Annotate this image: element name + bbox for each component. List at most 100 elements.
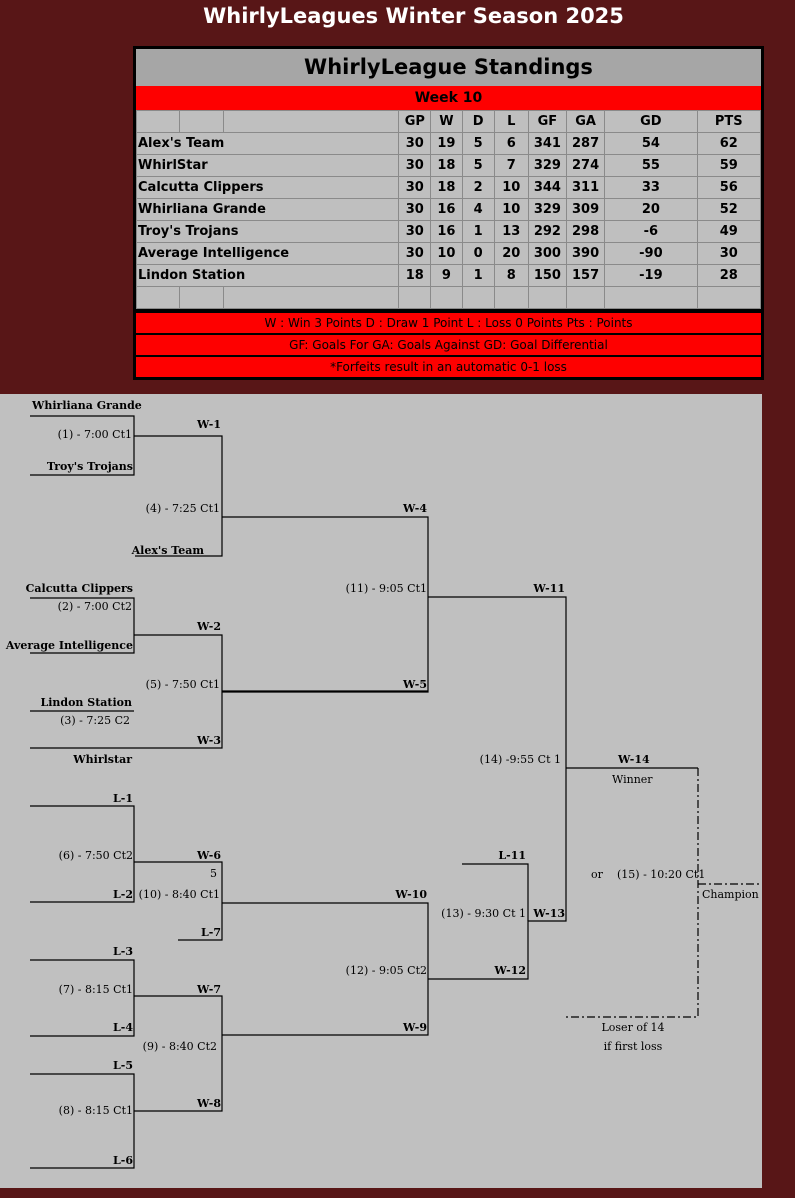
loser-slot-label: L-7	[201, 926, 221, 939]
stat-w: 16	[430, 220, 463, 243]
stat-gd: 20	[604, 198, 698, 221]
stat-pts: 30	[696, 242, 762, 265]
winner-slot-label: W-14	[618, 753, 650, 766]
stat-w: 18	[430, 154, 463, 177]
winner-slot-label: W-11	[533, 582, 565, 595]
loser-slot-label: L-4	[113, 1021, 133, 1034]
playoff-bracket: Whirliana Grande (1) - 7:00 Ct1 Troy's T…	[0, 394, 762, 1188]
stat-l: 8	[493, 264, 529, 287]
team-name: Average Intelligence	[135, 242, 400, 265]
stat-d: 0	[461, 242, 495, 265]
stat-w: 18	[430, 176, 463, 199]
bracket-team-label: Alex's Team	[131, 544, 204, 557]
standings-empty-row	[135, 286, 762, 309]
stat-gp: 30	[398, 176, 432, 199]
stat-pts: 59	[696, 154, 762, 177]
column-header: L	[493, 110, 529, 133]
game-5-time: (5) - 7:50 Ct1	[145, 678, 220, 691]
stat-pts: 52	[696, 198, 762, 221]
stat-ga: 309	[565, 198, 606, 221]
stat-gf: 292	[527, 220, 567, 243]
stat-d: 1	[461, 264, 495, 287]
game-11-time: (11) - 9:05 Ct1	[345, 582, 427, 595]
game-15-time: (15) - 10:20 Ct1	[617, 868, 706, 881]
game-13-time: (13) - 9:30 Ct 1	[441, 907, 526, 920]
stat-ga: 157	[565, 264, 606, 287]
stat-pts: 62	[696, 132, 762, 155]
winner-label: Winner	[612, 773, 653, 786]
stat-gf: 329	[527, 198, 567, 221]
loser-slot-label: L-6	[113, 1154, 133, 1167]
game-10-time: (10) - 8:40 Ct1	[138, 888, 220, 901]
stat-pts: 56	[696, 176, 762, 199]
team-name: Whirliana Grande	[135, 198, 400, 221]
stat-gd: 33	[604, 176, 698, 199]
winner-slot-label: W-4	[403, 502, 427, 515]
standings-title: WhirlyLeague Standings	[136, 49, 761, 86]
bracket-team-label: Calcutta Clippers	[25, 582, 133, 595]
stat-d: 5	[461, 132, 495, 155]
stat-gf: 341	[527, 132, 567, 155]
stat-gp: 30	[398, 132, 432, 155]
loser-of-14-label: Loser of 14	[601, 1021, 665, 1034]
column-header: GA	[565, 110, 606, 133]
team-name: Alex's Team	[135, 132, 400, 155]
loser-slot-label: L-5	[113, 1059, 133, 1072]
game-8-time: (8) - 8:15 Ct1	[58, 1104, 133, 1117]
bracket-team-label: Whirliana Grande	[32, 399, 142, 412]
game-2-time: (2) - 7:00 Ct2	[57, 600, 132, 613]
winner-slot-label: W-10	[395, 888, 427, 901]
stat-w: 9	[430, 264, 463, 287]
winner-slot-label: W-13	[533, 907, 565, 920]
stat-gp: 30	[398, 220, 432, 243]
standings-header-row: GP W D L GF GA GD PTS	[135, 110, 762, 133]
stat-pts: 49	[696, 220, 762, 243]
winner-slot-label: W-6	[197, 849, 221, 862]
bracket-team-label: Troy's Trojans	[46, 460, 133, 473]
stat-gp: 30	[398, 242, 432, 265]
stat-l: 7	[493, 154, 529, 177]
stat-gf: 344	[527, 176, 567, 199]
loser-slot-label: L-3	[113, 945, 133, 958]
winner-slot-label: W-3	[197, 734, 221, 747]
stat-ga: 390	[565, 242, 606, 265]
stat-d: 1	[461, 220, 495, 243]
stat-gf: 300	[527, 242, 567, 265]
stat-pts: 28	[696, 264, 762, 287]
stat-l: 10	[493, 198, 529, 221]
champion-label: Champion	[702, 888, 759, 901]
column-header: PTS	[696, 110, 762, 133]
standings-panel: WhirlyLeague Standings Week 10 GP W D L …	[133, 46, 764, 380]
stat-l: 10	[493, 176, 529, 199]
stat-l: 20	[493, 242, 529, 265]
points-legend: W : Win 3 Points D : Draw 1 Point L : Lo…	[136, 313, 761, 333]
game-9-time: (9) - 8:40 Ct2	[142, 1040, 217, 1053]
stat-gd: 55	[604, 154, 698, 177]
winner-slot-label: W-5	[403, 678, 427, 691]
winner-slot-label: W-7	[197, 983, 221, 996]
bracket-team-label: Lindon Station	[40, 696, 132, 709]
winner-slot-label: W-8	[197, 1097, 221, 1110]
stat-w: 19	[430, 132, 463, 155]
game-4-time: (4) - 7:25 Ct1	[145, 502, 220, 515]
bracket-lines	[30, 415, 762, 1169]
stat-w: 16	[430, 198, 463, 221]
winner-slot-label: W-9	[403, 1021, 427, 1034]
stat-d: 4	[461, 198, 495, 221]
game-12-time: (12) - 9:05 Ct2	[345, 964, 427, 977]
stat-gp: 30	[398, 154, 432, 177]
winner-slot-label: W-2	[197, 620, 221, 633]
column-header: D	[461, 110, 495, 133]
team-name: Troy's Trojans	[135, 220, 400, 243]
stat-l: 6	[493, 132, 529, 155]
column-header: GF	[527, 110, 567, 133]
bracket-team-label: Average Intelligence	[5, 639, 133, 652]
game-1-time: (1) - 7:00 Ct1	[57, 428, 132, 441]
if-first-loss-label: if first loss	[603, 1040, 663, 1053]
column-header: GP	[398, 110, 432, 133]
